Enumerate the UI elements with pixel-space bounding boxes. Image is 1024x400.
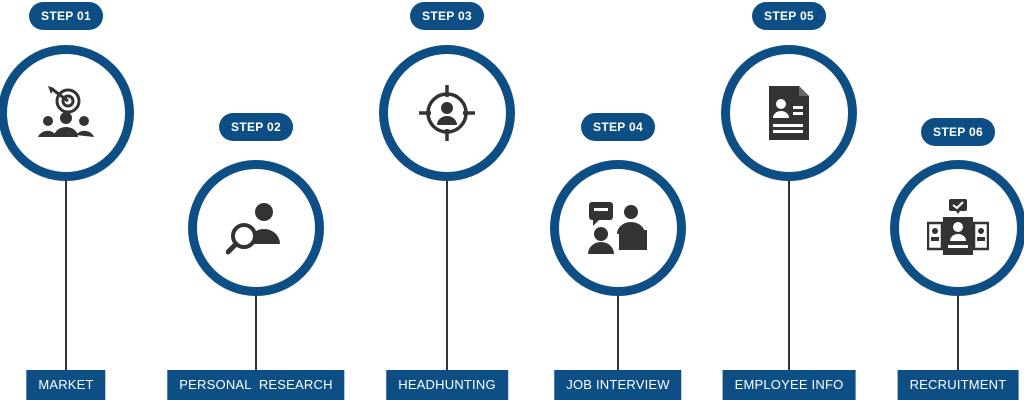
- step-label: MARKET: [26, 370, 106, 400]
- step-label: JOB INTERVIEW: [554, 370, 682, 400]
- connector-line: [617, 290, 619, 370]
- profile-document-icon: [769, 86, 809, 140]
- interview-icon: [588, 202, 647, 254]
- step-circle: [721, 45, 857, 181]
- crosshair-person-icon: [419, 85, 475, 141]
- step-badge: STEP 01: [29, 2, 103, 30]
- step-badge: STEP 03: [410, 2, 484, 30]
- step-label: EMPLOYEE INFO: [722, 370, 856, 400]
- step-badge: STEP 04: [581, 113, 655, 141]
- step-circle: [379, 45, 515, 181]
- connector-line: [957, 290, 959, 370]
- connector-line: [65, 175, 67, 370]
- step-label: RECRUITMENT: [897, 370, 1019, 400]
- step-circle: [550, 160, 686, 296]
- candidate-selection-icon: [927, 199, 989, 255]
- connector-line: [446, 175, 448, 370]
- step-badge: STEP 02: [219, 113, 293, 141]
- step-badge: STEP 06: [921, 118, 995, 146]
- target-team-icon: [38, 86, 94, 137]
- step-circle: [188, 160, 324, 296]
- person-search-icon: [226, 203, 280, 255]
- connector-line: [788, 175, 790, 370]
- step-circle: [0, 45, 134, 181]
- connector-line: [255, 290, 257, 370]
- step-label: PERSONAL RESEARCH: [167, 370, 345, 400]
- step-badge: STEP 05: [752, 2, 826, 30]
- step-label: HEADHUNTING: [386, 370, 508, 400]
- step-circle: [890, 160, 1024, 296]
